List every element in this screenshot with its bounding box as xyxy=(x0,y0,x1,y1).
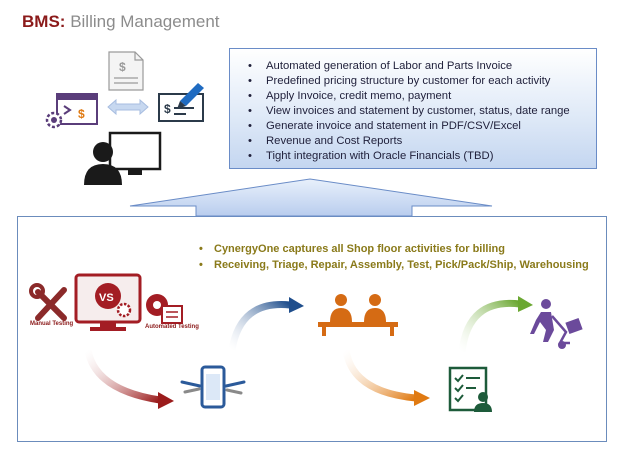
feature-item: View invoices and statement by customer,… xyxy=(248,104,588,119)
feature-item: Apply Invoice, credit memo, payment xyxy=(248,89,588,104)
svg-text:$: $ xyxy=(119,60,126,74)
shop-floor-bullets: CynergyOne captures all Shop floor activ… xyxy=(199,241,589,273)
flow-arrow-green xyxy=(458,296,533,353)
title-acronym: BMS: xyxy=(22,12,66,31)
svg-text:$: $ xyxy=(78,107,85,121)
feature-item: Tight integration with Oracle Financials… xyxy=(248,149,588,164)
automated-testing-label: Automated Testing xyxy=(145,324,199,330)
wrench-icon xyxy=(29,283,67,321)
browser-settings-icon: $ xyxy=(45,93,98,129)
user-computer-icon xyxy=(84,131,162,185)
svg-text:$: $ xyxy=(164,102,171,116)
flow-arrow-orange xyxy=(342,349,430,406)
features-list: Automated generation of Labor and Parts … xyxy=(248,59,588,164)
hand-truck-icon xyxy=(530,299,583,349)
feature-item: Revenue and Cost Reports xyxy=(248,134,588,149)
features-panel: Automated generation of Labor and Parts … xyxy=(229,48,597,169)
manual-testing-label: Manual Testing xyxy=(30,321,74,327)
vs-label: VS xyxy=(99,292,114,304)
feature-item: Generate invoice and statement in PDF/CS… xyxy=(248,119,588,134)
flow-arrow-blue xyxy=(228,297,304,351)
exchange-arrows-icon xyxy=(107,98,149,116)
feature-item: Predefined pricing structure by customer… xyxy=(248,74,588,89)
page-title: BMS: Billing Management xyxy=(22,12,220,32)
shop-floor-item: Receiving, Triage, Repair, Assembly, Tes… xyxy=(199,257,589,273)
shop-floor-item: CynergyOne captures all Shop floor activ… xyxy=(199,241,589,257)
feature-item: Automated generation of Labor and Parts … xyxy=(248,59,588,74)
up-arrow-connector xyxy=(129,178,493,217)
monitor-vs-icon: VS xyxy=(74,273,142,331)
invoice-document-icon: $ xyxy=(108,51,144,91)
phone-repair-icon xyxy=(180,365,246,409)
assembly-workers-icon xyxy=(318,294,398,336)
title-text: Billing Management xyxy=(70,12,220,31)
checklist-user-icon xyxy=(448,366,492,412)
gear-icon xyxy=(146,294,183,324)
flow-arrow-red xyxy=(84,349,174,409)
check-pen-icon: $ xyxy=(158,83,204,122)
